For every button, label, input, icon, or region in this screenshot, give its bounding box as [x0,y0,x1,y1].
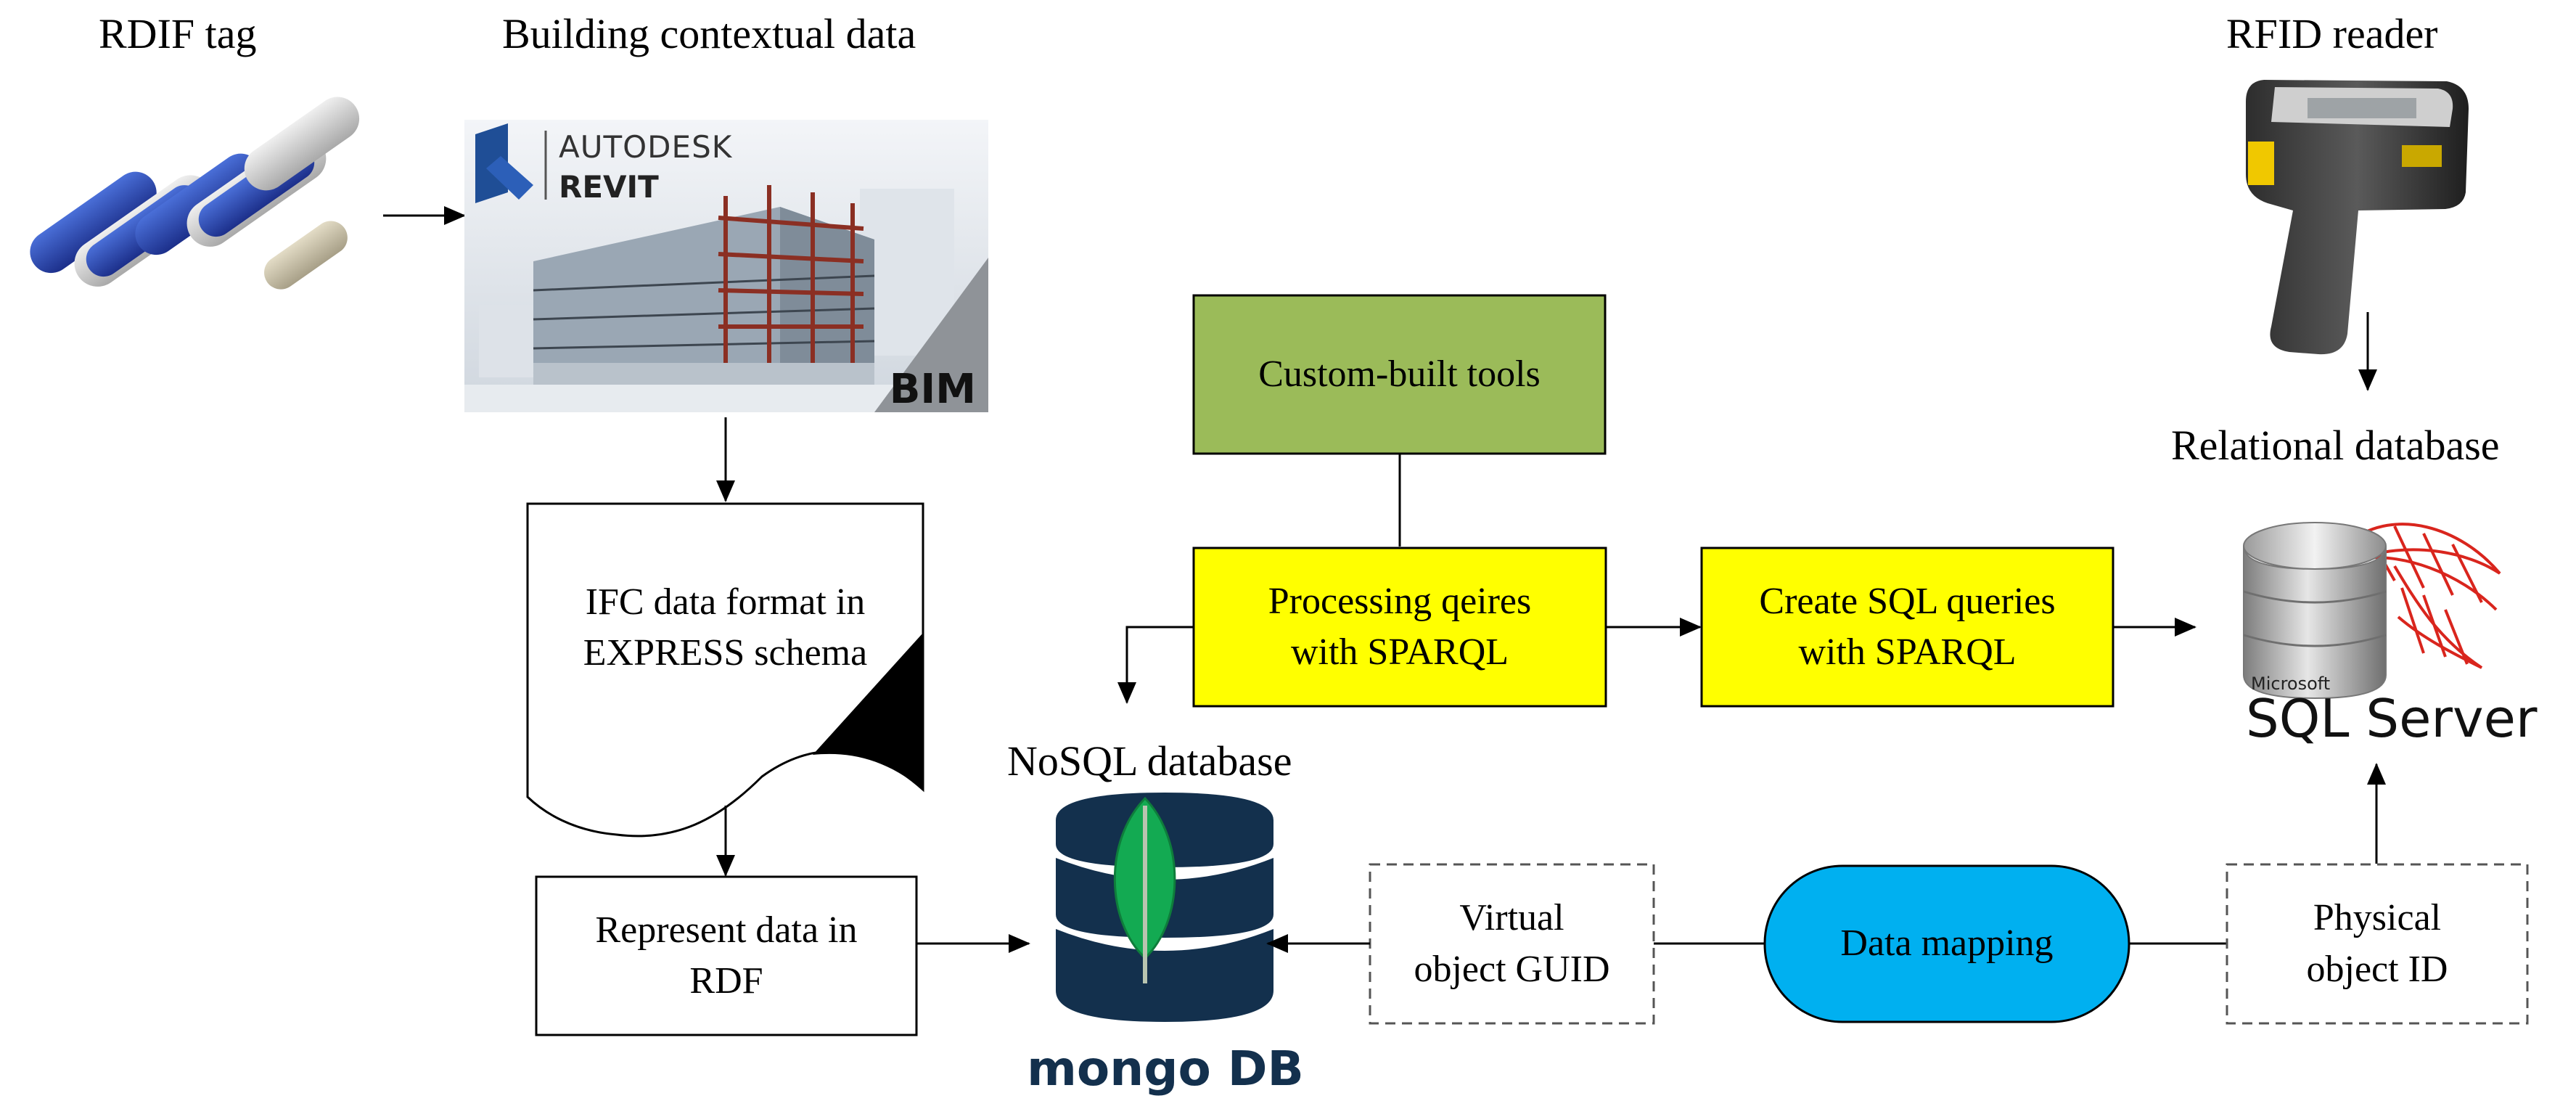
processing-queries-text: Processing qeires with SPARQL [1268,580,1532,673]
represent-rdf-box [535,875,918,1036]
sqlserver-product-text: SQL Server [2246,688,2538,749]
label-rfid-reader: RFID reader [2226,10,2438,57]
rfid-tag-image [30,97,360,290]
revit-text: REVIT [559,169,659,205]
rfid-reader-image [2246,80,2469,355]
sql-server-logo: Microsoft SQL Server [2243,522,2538,749]
data-mapping-text: Data mapping [1840,922,2054,965]
physical-id-text: Physical object ID [2306,897,2448,990]
mongodb-logo: mongo DB [1027,793,1304,1097]
label-rfid-tag: RDIF tag [99,10,257,57]
label-nosql-db: NoSQL database [1007,737,1292,785]
processing-queries-box [1192,547,1607,708]
virtual-guid-box [1369,863,1655,1025]
create-sql-box [1700,547,2114,708]
autodesk-text: AUTODESK [559,129,733,165]
represent-rdf-text: Represent data in RDF [595,909,858,1002]
custom-tools-box [1192,294,1607,455]
virtual-guid-text: Virtual object GUID [1414,897,1610,990]
mongodb-wordmark: mongo DB [1027,1041,1304,1097]
label-building-data: Building contextual data [502,10,916,57]
label-relational-db: Relational database [2171,422,2500,469]
create-sql-text: Create SQL queries with SPARQL [1759,580,2056,673]
arrow-processing-to-mongodb [1117,626,1194,704]
bim-badge-text: BIM [890,366,976,413]
physical-id-box [2226,863,2529,1025]
ifc-document-text: IFC data format in EXPRESS schema [583,581,868,674]
ifc-document-shape [526,502,924,838]
revit-bim-image: BIM AUTODESK REVIT [464,120,988,413]
sqlserver-vendor-text: Microsoft [2251,674,2330,694]
custom-tools-text: Custom-built tools [1258,353,1541,395]
